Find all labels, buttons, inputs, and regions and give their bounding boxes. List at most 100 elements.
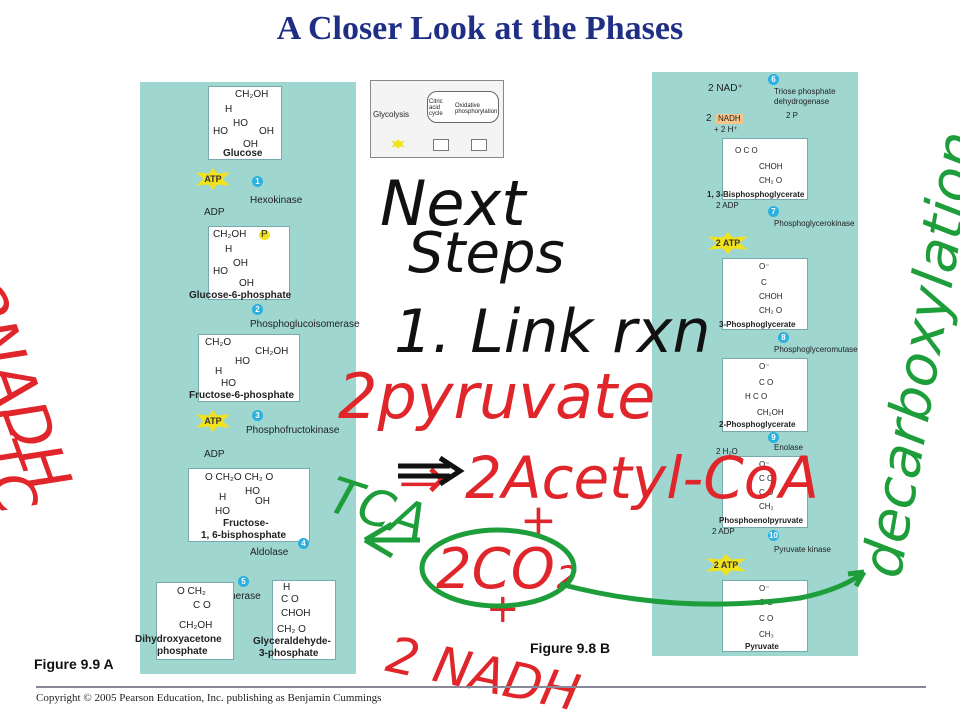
glucose-h: H — [225, 104, 233, 115]
step-9-badge: 9 — [768, 432, 779, 443]
atp-starburst-3: ATP — [196, 410, 230, 432]
f16bp-h: H — [219, 492, 227, 503]
inset-atp-starburst-1 — [391, 139, 405, 149]
3-phosphoglycerate-box: O⁻ C CHOH CH₂ O 3-Phosphoglycerate — [719, 258, 808, 330]
glucose-oh: OH — [259, 126, 274, 137]
g3p-r2: C O — [281, 594, 299, 605]
atp-starburst-1: ATP — [196, 168, 230, 190]
dhap-box: O CH₂ C O CH₂OH Dihydroxyacetone phospha… — [135, 582, 234, 660]
pg3-name: 3-Phosphoglycerate — [719, 320, 796, 329]
g6p-ho: HO — [213, 266, 228, 277]
adp-label-1: ADP — [204, 207, 225, 218]
f16bp-oh: OH — [255, 496, 270, 507]
step-8-badge: 8 — [778, 332, 789, 343]
enzyme-phosphoglycerokinase: Phosphoglycerokinase — [774, 219, 855, 228]
f6p-ho: HO — [235, 356, 250, 367]
pep-r4: CH₂ — [759, 502, 774, 511]
pyr-r1: O⁻ — [759, 584, 770, 593]
hand-black-arrow — [398, 455, 465, 487]
g6p-h: H — [225, 244, 233, 255]
page-title: A Closer Look at the Phases — [276, 10, 684, 47]
pg2-name: 2-Phosphoglycerate — [719, 420, 796, 429]
hand-acetyl-coa: ⇒ 2Acetyl-CoA — [398, 444, 819, 512]
enzyme-aldolase: Aldolase — [250, 547, 289, 558]
adp-label-3: ADP — [204, 449, 225, 460]
g3p-r1: H — [283, 582, 291, 593]
step-5-badge: 5 — [238, 576, 249, 587]
nadh-label: NADH — [716, 114, 743, 124]
atp-starburst-7: 2 ATP — [708, 232, 748, 254]
nad-label: 2 NAD⁺ — [708, 83, 743, 94]
hand-decarboxylation: decarboxylation — [850, 127, 960, 583]
pep-r3: C O — [759, 488, 774, 497]
pg3-r1: O⁻ — [759, 262, 770, 271]
glucose-box: CH₂OH H HO HO OH OH Glucose — [208, 86, 282, 160]
pg2-r2: C O — [759, 378, 774, 387]
glucose-ch2oh: CH₂OH — [235, 89, 269, 100]
pyr-r4: CH₃ — [759, 630, 774, 639]
phosphate-label: 2 P — [786, 111, 799, 120]
f16bp-chain: O CH₂O CH₂ O — [205, 472, 274, 483]
inset-oxidative: Oxidative phosphorylation — [455, 103, 498, 115]
inset-glycolysis: Glycolysis — [373, 110, 410, 119]
enzyme-phosphofructokinase: Phosphofructokinase — [246, 425, 340, 436]
f16bp-ho2: HO — [215, 506, 230, 517]
f6p-ch2o: CH₂O — [205, 337, 232, 348]
f6p-ch2oh: CH₂OH — [255, 346, 289, 357]
figure-label-left: Figure 9.9 A — [34, 656, 114, 672]
hand-plus-2: + — [486, 586, 520, 632]
pg2-r1: O⁻ — [759, 362, 770, 371]
pg3-r3: CHOH — [759, 292, 783, 301]
enzyme-pyruvate-kinase: Pyruvate kinase — [774, 545, 831, 554]
adp-7: 2 ADP — [716, 201, 739, 210]
f6p-name: Fructose-6-phosphate — [189, 390, 295, 401]
bpg-r3: CH₂ O — [759, 176, 783, 185]
enzyme-dehydrogenase: dehydrogenase — [774, 97, 830, 106]
glucose-ho: HO — [233, 118, 248, 129]
bpg-r1: O C O — [735, 146, 758, 155]
glucose-ho2: HO — [213, 126, 228, 137]
pyr-r3: C O — [759, 614, 774, 623]
g3p-name1: Glyceraldehyde- — [253, 636, 331, 647]
inset-overview: Glycolysis Citric acid cycle Oxidative p… — [370, 80, 504, 158]
step-3-badge: 3 — [252, 410, 263, 421]
hand-nadh: 2 NADH — [381, 625, 584, 720]
pyruvate-box: O⁻ C O C O CH₃ Pyruvate — [722, 580, 808, 652]
bisphosphoglycerate-box: O C O CHOH CH₂ O 1, 3-Bisphosphoglycerat… — [707, 138, 808, 200]
pyr-name: Pyruvate — [745, 642, 779, 651]
inset-citric: Citric acid cycle — [429, 99, 443, 117]
g3p-box: H C O CHOH CH₂ O Glyceraldehyde- 3-phosp… — [253, 580, 336, 660]
g6p-p: P — [259, 229, 270, 240]
step-1-badge: 1 — [252, 176, 263, 187]
inset-mito — [427, 91, 499, 123]
inset-atp-starburst-2 — [433, 139, 449, 151]
f6p-h: H — [215, 366, 223, 377]
g3p-name2: 3-phosphate — [259, 648, 319, 659]
pep-r1: O⁻ — [759, 460, 770, 469]
f16bp-name2: 1, 6-bisphosphate — [201, 530, 287, 541]
dhap-r2: C O — [193, 600, 211, 611]
step-2-badge: 2 — [252, 304, 263, 315]
step-6-badge: 6 — [768, 74, 779, 85]
enzyme-enolase: Enolase — [774, 443, 803, 452]
fructose-bisphosphate-box: O CH₂O CH₂ O HO OH H HO Fructose- 1, 6-b… — [188, 468, 310, 542]
figure-label-right: Figure 9.8 B — [530, 640, 611, 656]
hand-green-arrow — [559, 569, 867, 607]
hand-co2-circle — [419, 527, 577, 609]
bpg-r2: CHOH — [759, 162, 783, 171]
enzyme-triose: Triose phosphate — [774, 87, 836, 96]
g6p-oh: OH — [233, 258, 248, 269]
hand-link-rxn: 1. Link rxn — [394, 297, 710, 367]
g6p-oh2: OH — [239, 278, 254, 289]
pg3-r2: C — [761, 278, 767, 287]
phosphoenolpyruvate-box: O⁻ C O C O CH₂ Phosphoenolpyruvate — [719, 456, 808, 528]
glucose-name: Glucose — [223, 148, 263, 159]
hand-next: Next — [380, 167, 528, 240]
g6p-ch2oh: CH₂OH — [213, 229, 247, 240]
fructose-6-phosphate-box: CH₂O CH₂OH HO H HO Fructose-6-phosphate — [189, 334, 300, 402]
dhap-r3: CH₂OH — [179, 620, 213, 631]
atp-starburst-10: 2 ATP — [706, 554, 746, 576]
glucose-oh2: OH — [243, 139, 258, 150]
copyright-footer: Copyright © 2005 Pearson Education, Inc.… — [36, 692, 382, 704]
adp-10: 2 ADP — [712, 527, 735, 536]
